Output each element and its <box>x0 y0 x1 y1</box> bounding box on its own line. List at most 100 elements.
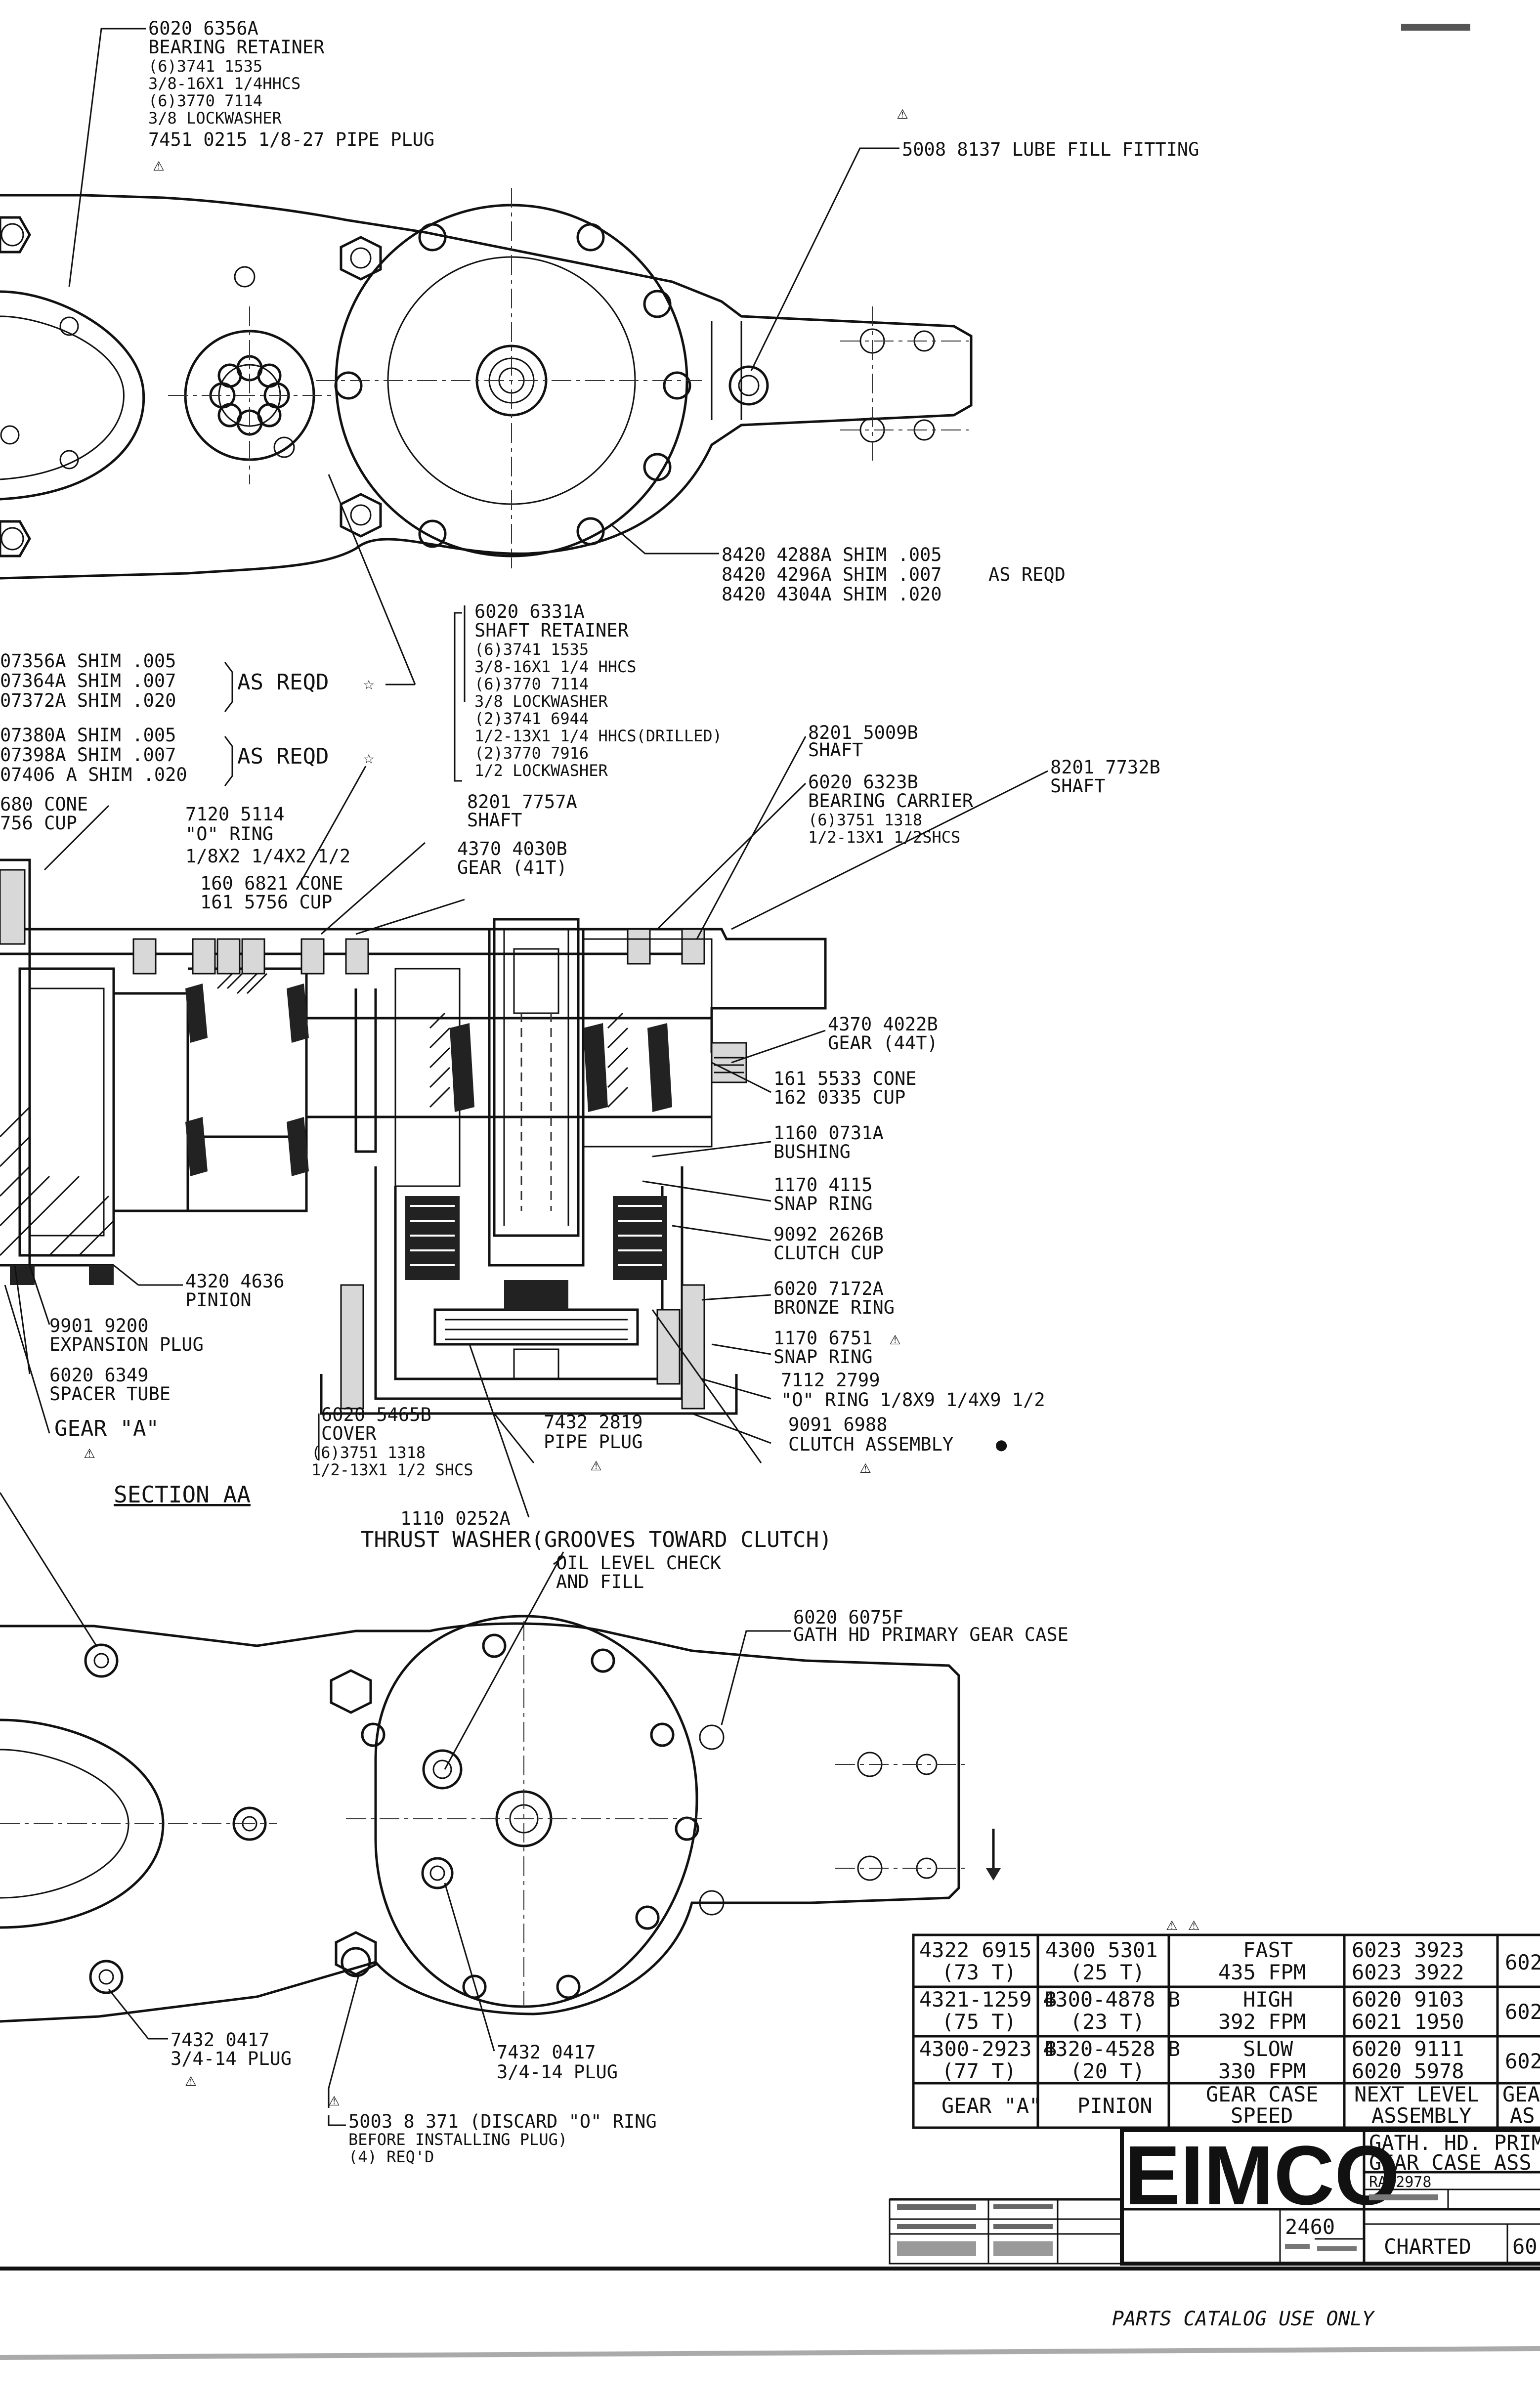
shaft-retainer-7: 1/2-13X1 1/4 HHCS(DRILLED) <box>474 727 722 745</box>
gear-4370-4022-1: GEAR (44T) <box>828 1032 938 1054</box>
gear-4370-4022-0: 4370 4022B <box>828 1014 938 1035</box>
table-r1-c2a: HIGH <box>1243 1987 1293 2012</box>
table-r0-c2a: FAST <box>1243 1938 1293 1962</box>
bronze-ring-1: BRONZE RING <box>773 1297 895 1318</box>
drawing-number: RA 2978 <box>1369 2174 1431 2191</box>
svg-text:(6)3741 1535: (6)3741 1535 <box>148 57 262 76</box>
discard-oring-2: (4) REQ'D <box>348 2147 434 2166</box>
parts-table: ⚠ ⚠ 4322 6915 (73 T) 4300 5301 (25 T) FA… <box>912 1913 1540 2129</box>
shim-left-1-2: 07372A SHIM .020 <box>0 690 176 711</box>
bearing-retainer-2: (6)3741 1535 <box>148 57 262 76</box>
gear-4370-4030-1: GEAR (41T) <box>457 857 567 878</box>
gear-case-1: GATH HD PRIMARY GEAR CASE <box>793 1624 1069 1645</box>
clutch-assembly-0: 9091 6988 <box>788 1414 887 1435</box>
table-r1-c3b: 6021 1950 <box>1352 2010 1464 2034</box>
discard-oring-0: 5003 8 371 (DISCARD "O" RING <box>348 2111 657 2132</box>
lube-fill-label: 5008 8137 LUBE FILL FITTING <box>902 139 1199 160</box>
snap-ring-1-0: 1170 4115 <box>773 1174 872 1196</box>
corner-mark <box>1401 24 1470 31</box>
bearing-retainer-4: (6)3770 7114 <box>148 91 262 110</box>
shaft-retainer-0: 6020 6331A <box>474 601 585 622</box>
charted-label: CHARTED <box>1384 2234 1471 2259</box>
table-r2-c3a: 6020 9111 <box>1352 2037 1464 2061</box>
oring-7112-1: "O" RING 1/8X9 1/4X9 1/2 <box>781 1389 1045 1411</box>
shim-left-1-1: 07364A SHIM .007 <box>0 670 176 691</box>
shaft-8201-7757-1: SHAFT <box>467 810 522 831</box>
thrust-washer-0: 1110 0252A <box>400 1508 511 1529</box>
table-r1-c1a: 4300-4878 B <box>1043 1987 1180 2012</box>
clutch-cup-1: CLUTCH CUP <box>773 1243 884 1264</box>
oil-level-1: AND FILL <box>556 1571 644 1592</box>
shim-right-1: 8420 4296A SHIM .007 <box>722 564 942 585</box>
table-r1-c0a: 4321-1259 B <box>919 1987 1057 2012</box>
scan-edge <box>0 2346 1540 2360</box>
expansion-plug-1: EXPANSION PLUG <box>49 1334 204 1355</box>
cone-6821-1: 161 5756 CUP <box>200 892 332 913</box>
title-block: EIMCO GATH. HD. PRIMA GEAR CASE ASS RA 2… <box>889 2128 1540 2266</box>
warning-mark-3: ⚠ <box>890 1328 900 1349</box>
snap-ring-2-0: 1170 6751 <box>773 1328 872 1349</box>
shaft-8201-7732-0: 8201 7732B <box>1050 757 1160 778</box>
bearing-carrier-2: (6)3751 1318 <box>808 811 922 829</box>
callouts: 6020 6356A BEARING RETAINER (6)3741 1535… <box>0 18 1199 2166</box>
bearing-retainer-0: 6020 6356A <box>148 18 258 39</box>
shaft-retainer-2: (6)3741 1535 <box>474 640 589 659</box>
table-r0-c1b: (25 T) <box>1070 1960 1145 1984</box>
bearing-retainer-5: 3/8 LOCKWASHER <box>148 109 282 128</box>
expansion-plug-0: 9901 9200 <box>49 1315 148 1336</box>
table-r0-c1a: 4300 5301 <box>1045 1938 1158 1962</box>
oring-7120-0: 7120 5114 <box>185 804 284 825</box>
table-r2-c0b: (77 T) <box>941 2059 1017 2083</box>
table-r2-c0a: 4300-2923 B <box>919 2037 1057 2061</box>
snap-ring-1-1: SNAP RING <box>773 1193 872 1214</box>
svg-text:6020 6356A: 6020 6356A <box>148 18 258 39</box>
warning-mark-4: ⚠ <box>84 1441 95 1462</box>
snap-ring-2-1: SNAP RING <box>773 1346 872 1368</box>
warning-mark-1: ⚠ <box>153 154 164 175</box>
cover-0: 6020 5465B <box>321 1404 431 1425</box>
table-r0-c3b: 6023 3922 <box>1352 1960 1464 1984</box>
shaft-retainer-3: 3/8-16X1 1/4 HHCS <box>474 657 637 676</box>
bearing-carrier-3: 1/2-13X1 1/2SHCS <box>808 828 960 847</box>
next-number: 60 <box>1512 2234 1538 2259</box>
cone-5533-1: 162 0335 CUP <box>773 1087 905 1108</box>
discard-oring-1: BEFORE INSTALLING PLUG) <box>348 2130 567 2149</box>
table-h1: PINION <box>1077 2094 1153 2118</box>
warning-mark-6: ⚠ <box>860 1456 871 1477</box>
table-r2-c2b: 330 FPM <box>1218 2059 1306 2083</box>
warning-mark-2: ⚠ <box>897 102 908 123</box>
table-r2-c2a: SLOW <box>1243 2037 1293 2061</box>
bearing-retainer-6: 7451 0215 1/8-27 PIPE PLUG <box>148 129 434 150</box>
top-view <box>0 188 973 580</box>
leader-lines <box>0 28 1048 2108</box>
clutch-cup-0: 9092 2626B <box>773 1224 884 1245</box>
cone-left-1: 756 CUP <box>0 813 77 834</box>
shaft-retainer-1: SHAFT RETAINER <box>474 620 629 641</box>
shaft-retainer-4: (6)3770 7114 <box>474 675 589 693</box>
table-r0-c0a: 4322 6915 <box>919 1938 1032 1962</box>
oring-7120-2: 1/8X2 1/4X2 1/2 <box>185 846 350 867</box>
oring-7120-1: "O" RING <box>185 823 273 845</box>
shaft-8201-7732-1: SHAFT <box>1050 775 1105 797</box>
svg-text:7451 0215 1/8-27 PIPE PLUG: 7451 0215 1/8-27 PIPE PLUG <box>148 129 434 150</box>
spacer-tube-1: SPACER TUBE <box>49 1383 171 1405</box>
thrust-washer-1: THRUST WASHER(GROOVES TOWARD CLUTCH) <box>361 1527 832 1552</box>
shaft-retainer-8: (2)3770 7916 <box>474 744 589 763</box>
table-r2-c3b: 6020 5978 <box>1352 2059 1464 2083</box>
svg-text:3/8 LOCKWASHER: 3/8 LOCKWASHER <box>148 109 282 128</box>
svg-text:BEARING RETAINER: BEARING RETAINER <box>148 37 325 58</box>
shaft-retainer-5: 3/8 LOCKWASHER <box>474 692 608 711</box>
table-r2-c4: 602 <box>1505 2049 1540 2073</box>
bearing-retainer-1: BEARING RETAINER <box>148 37 325 58</box>
table-h4a: GEA <box>1502 2082 1540 2106</box>
oring-7112-0: 7112 2799 <box>781 1370 880 1391</box>
shim-right-2: AS REQD <box>988 564 1066 585</box>
shim-left-2-note: AS REQD <box>237 744 329 769</box>
shim-left-1-0: 07356A SHIM .005 <box>0 650 176 672</box>
svg-text:3/8-16X1 1/4HHCS: 3/8-16X1 1/4HHCS <box>148 74 300 93</box>
bearing-retainer-3: 3/8-16X1 1/4HHCS <box>148 74 300 93</box>
title-line-2: GEAR CASE ASS <box>1369 2150 1532 2175</box>
bronze-ring-0: 6020 7172A <box>773 1278 884 1299</box>
